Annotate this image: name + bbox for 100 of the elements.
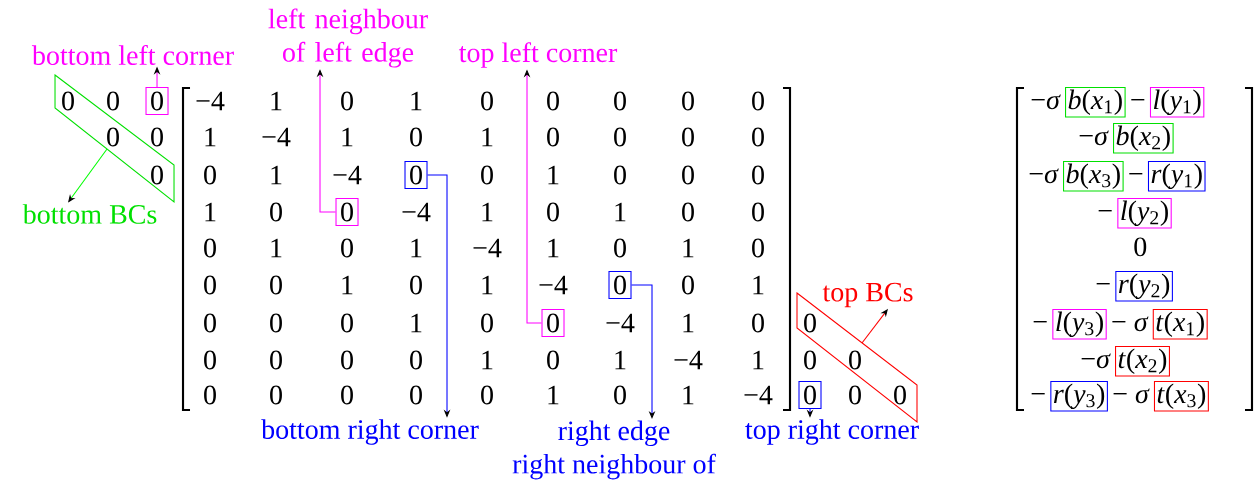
matrix-entry: 0 bbox=[204, 350, 216, 370]
annotation-label: bottom BCs bbox=[22, 204, 157, 224]
matrix-entry: −4 bbox=[744, 385, 773, 405]
highlight-box: 0 bbox=[335, 198, 359, 226]
vector-term: − bbox=[1031, 393, 1045, 395]
highlight-box: 0 bbox=[798, 381, 822, 409]
matrix-entry: 1 bbox=[753, 350, 764, 370]
matrix-entry: 1 bbox=[615, 202, 626, 222]
annotation-label: bottom right corner bbox=[261, 419, 479, 445]
matrix-entry: −4 bbox=[333, 165, 362, 185]
matrix-entry: 1 bbox=[683, 313, 694, 333]
matrix-entry: −4 bbox=[402, 202, 431, 222]
matrix-entry: 0 bbox=[481, 385, 493, 405]
matrix-entry: 1 bbox=[482, 350, 493, 370]
matrix-entry: 0 bbox=[682, 202, 694, 222]
matrix-entry: 0 bbox=[270, 275, 282, 295]
matrix-entry: 1 bbox=[205, 127, 216, 147]
matrix-entry: 0 bbox=[614, 91, 626, 111]
term-box: b(x$_{1}$) bbox=[1065, 87, 1126, 118]
matrix-entry: −4 bbox=[196, 91, 225, 111]
vector-term: −σ bbox=[1081, 353, 1111, 369]
matrix-entry: 0 bbox=[752, 313, 764, 333]
matrix-entry: 0 bbox=[682, 275, 694, 295]
term-box: t(x$_{3}$) bbox=[1153, 381, 1209, 412]
matrix-entry: 1 bbox=[482, 275, 493, 295]
matrix-entry: 0 bbox=[270, 385, 282, 405]
term-box: b(x$_{3}$) bbox=[1063, 161, 1124, 192]
matrix-entry: 1 bbox=[548, 165, 559, 185]
matrix-entry: 0 bbox=[270, 202, 282, 222]
matrix-entry: 0 bbox=[410, 350, 422, 370]
matrix-entry: 1 bbox=[271, 165, 282, 185]
vector-term: − bbox=[1098, 210, 1112, 212]
vector-term: 0 bbox=[1134, 237, 1147, 257]
highlight-box: 0 bbox=[145, 87, 169, 115]
matrix-entry: 0 bbox=[341, 313, 353, 333]
matrix-entry: −4 bbox=[606, 313, 635, 333]
boundary-entry: 0 bbox=[151, 165, 163, 185]
matrix-entry: 1 bbox=[271, 238, 282, 258]
term-box: l(y$_{1}$) bbox=[1149, 87, 1205, 118]
term-box: r(y$_{3}$) bbox=[1050, 381, 1108, 412]
matrix-entry: 0 bbox=[341, 385, 353, 405]
matrix-entry: 0 bbox=[204, 275, 216, 295]
term-box: r(y$_{1}$) bbox=[1147, 161, 1206, 192]
highlight-box: 0 bbox=[404, 161, 428, 189]
matrix-entry: 0 bbox=[614, 385, 626, 405]
matrix-entry: 0 bbox=[270, 313, 282, 333]
matrix-entry: 0 bbox=[682, 165, 694, 185]
matrix-entry: 0 bbox=[547, 91, 559, 111]
matrix-entry: 1 bbox=[411, 313, 422, 333]
matrix-entry: 0 bbox=[341, 91, 353, 111]
matrix-entry: 0 bbox=[204, 165, 216, 185]
boundary-entry: 0 bbox=[894, 385, 906, 405]
matrix-entry: 1 bbox=[342, 275, 353, 295]
matrix-entry: −4 bbox=[539, 275, 568, 295]
matrix-entry: 1 bbox=[615, 350, 626, 370]
term-box: b(x$_{2}$) bbox=[1113, 123, 1174, 154]
boundary-entry: 0 bbox=[151, 127, 163, 147]
matrix-entry: 0 bbox=[752, 238, 764, 258]
matrix-entry: 0 bbox=[410, 275, 422, 295]
vector-term: − σ bbox=[1113, 388, 1150, 404]
arrow bbox=[631, 284, 656, 419]
boundary-entry: 0 bbox=[62, 91, 74, 111]
matrix-entry: 1 bbox=[205, 202, 216, 222]
matrix-entry: 0 bbox=[682, 91, 694, 111]
boundary-entry: 0 bbox=[849, 350, 861, 370]
matrix-entry: 0 bbox=[614, 127, 626, 147]
term-box: r(y$_{2}$) bbox=[1115, 271, 1173, 302]
vector-term: −σ bbox=[1031, 94, 1061, 110]
matrix-entry: 0 bbox=[752, 91, 764, 111]
vector-term: −σ bbox=[1079, 130, 1109, 146]
matrix-entry: 0 bbox=[410, 127, 422, 147]
annotation-label: left neighbour of left edge bbox=[268, 8, 428, 68]
matrix-entry: 0 bbox=[204, 238, 216, 258]
matrix-entry: 0 bbox=[481, 165, 493, 185]
matrix-entry: 0 bbox=[614, 165, 626, 185]
matrix-entry: 0 bbox=[614, 238, 626, 258]
matrix-entry: 1 bbox=[482, 202, 493, 222]
matrix-entry: 0 bbox=[547, 127, 559, 147]
term-box: t(x$_{1}$) bbox=[1152, 309, 1208, 340]
matrix-entry: 1 bbox=[482, 127, 493, 147]
annotation-label: top BCs bbox=[822, 282, 913, 308]
boundary-entry: 0 bbox=[804, 313, 816, 333]
matrix-entry: 0 bbox=[752, 202, 764, 222]
annotation-label: top left corner bbox=[459, 42, 618, 68]
vector-term: − bbox=[1033, 321, 1047, 323]
matrix-entry: 0 bbox=[547, 202, 559, 222]
matrix-entry: 0 bbox=[204, 385, 216, 405]
matrix-entry: −4 bbox=[473, 238, 502, 258]
matrix-entry: 1 bbox=[683, 385, 694, 405]
annotation-label: bottom left corner bbox=[31, 45, 234, 65]
matrix-entry: 0 bbox=[204, 313, 216, 333]
matrix-entry: 1 bbox=[411, 238, 422, 258]
term-box: l(y$_{3}$) bbox=[1052, 309, 1107, 340]
matrix-entry: 0 bbox=[752, 127, 764, 147]
matrix-entry: −4 bbox=[262, 127, 291, 147]
term-box: t(x$_{2}$) bbox=[1115, 346, 1170, 377]
matrix-entry: 1 bbox=[753, 275, 764, 295]
boundary-entry: 0 bbox=[849, 385, 861, 405]
vector-term: − σ bbox=[1112, 316, 1149, 332]
boundary-entry: 0 bbox=[107, 91, 119, 111]
